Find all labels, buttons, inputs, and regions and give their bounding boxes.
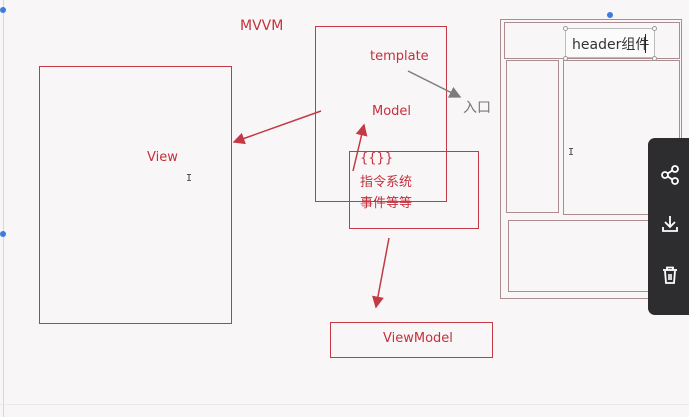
download-icon [659,213,681,239]
template-to-entry-arrow [407,70,462,98]
text-caret [645,34,646,53]
directive-to-viewmodel-arrow [372,237,390,309]
layout-content-block[interactable] [563,60,680,215]
textbox-resize-handle[interactable] [652,26,657,31]
textbox-resize-handle[interactable] [652,56,657,61]
model-to-view-arrow [232,110,322,145]
header-component-textbox[interactable]: header组件 [565,28,655,58]
text-cursor-icon: I [186,173,193,184]
view-label: View [147,150,178,165]
layout-sidebar-block[interactable] [506,60,559,213]
header-component-label: header组件 [572,37,650,53]
selection-handle-top[interactable] [607,12,613,18]
mvvm-title: MVVM [240,18,284,34]
text-cursor-icon: I [568,147,575,158]
entry-label: 入口 [463,100,491,116]
selection-handle-top-left[interactable] [0,7,6,13]
textbox-resize-handle[interactable] [563,56,568,61]
share-icon [659,164,681,190]
selection-handle-left[interactable] [0,231,6,237]
directive-to-model-arrow [352,123,368,172]
model-label: Model [372,104,412,119]
canvas-bottom-rule [0,404,689,405]
directive-braces: {{}} [360,151,394,166]
events-label: 事件等等 [360,196,413,211]
viewmodel-label: ViewModel [383,331,453,346]
template-label: template [370,49,429,64]
viewmodel-box[interactable] [330,322,493,358]
canvas-left-rule [3,0,4,417]
floating-toolbar [648,138,689,315]
download-button[interactable] [658,214,682,238]
delete-button[interactable] [658,265,682,289]
directive-box[interactable] [349,151,479,229]
textbox-resize-handle[interactable] [563,26,568,31]
template-model-box[interactable] [315,26,447,202]
view-box[interactable] [39,66,232,324]
directive-system-label: 指令系统 [360,175,413,190]
layout-header-block[interactable] [504,22,680,59]
trash-icon [659,264,681,290]
share-button[interactable] [658,165,682,189]
